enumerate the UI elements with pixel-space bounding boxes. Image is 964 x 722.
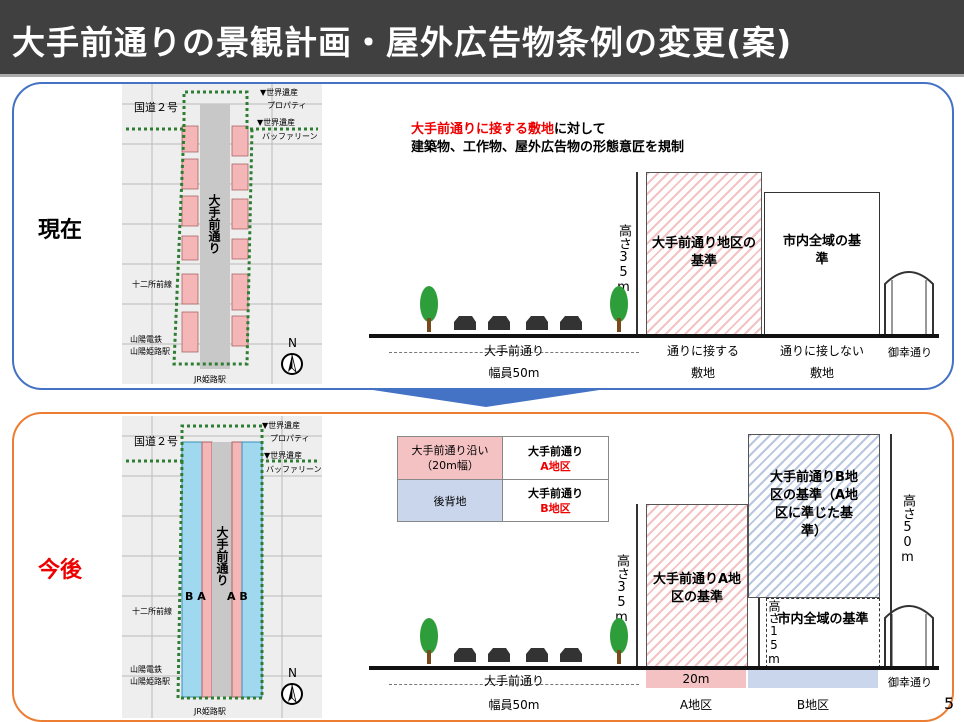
map-sekai-label-2: ▼世界遺産 (264, 451, 303, 460)
label-notadjacent-2: 敷地 (809, 366, 834, 380)
map-jr-label: JR姫路駅 (194, 375, 226, 384)
north-label: N (288, 666, 297, 680)
desc-red-text: 大手前通りに接する敷地 (411, 122, 555, 137)
future-box-b: 大手前通りB地区の基準（A地区に準じた基準） (748, 434, 880, 598)
map-sanyo-label-1: 山陽電鉄 (130, 335, 162, 344)
label-a-district: A地区 (679, 698, 713, 712)
label-miyuki: 御幸通り (888, 676, 932, 689)
current-map-drawing (122, 84, 322, 384)
north-arrow-icon (281, 683, 303, 705)
ground-line (369, 666, 939, 670)
ruler-street (389, 352, 639, 354)
label-street: 大手前通り (483, 674, 544, 688)
map-street-label: 大手前通り (207, 194, 221, 254)
strip-a: 20m (646, 670, 746, 688)
legend-table: 大手前通り沿い（20m幅） 大手前通り A地区 後背地 大手前通り B地区 (397, 436, 609, 522)
future-height50-label: 高さ50m (900, 494, 915, 565)
ruler-street (389, 684, 639, 686)
height50-line (890, 434, 892, 666)
map-nijo-label: 十二所前線 (132, 607, 172, 616)
arcade-icon (884, 271, 934, 334)
map-sanyo-label-1: 山陽電鉄 (130, 665, 162, 674)
label-width: 幅員50m (488, 698, 540, 712)
current-box-otemae: 大手前通り地区の基準 (646, 172, 762, 336)
current-description-2: 建築物、工作物、屋外広告物の形態意匠を規制 (411, 140, 685, 155)
legend-row-b-left: 後背地 (398, 480, 503, 521)
current-map: 国道２号 ▼世界遺産 プロパティ ▼世界遺産 バッファリーン 大手前通り 十二所… (122, 84, 322, 384)
current-panel: 現在 国道２号 ▼世界遺産 プロ (12, 82, 954, 390)
map-street-label: 大手前通り (215, 526, 229, 586)
future-box-a: 大手前通りA地区の基準 (646, 504, 748, 668)
ground-line (369, 334, 939, 338)
current-label: 現在 (38, 218, 83, 243)
desc-black-text: に対して (554, 122, 606, 137)
tree-icon (420, 618, 438, 664)
map-property-label: プロパティ (267, 101, 307, 110)
down-arrow-icon (366, 389, 606, 407)
future-map-drawing (122, 416, 322, 718)
label-street: 大手前通り (483, 344, 544, 358)
title-bar: 大手前通りの景観計画・屋外広告物条例の変更(案) (0, 0, 964, 77)
street-scene (420, 618, 628, 664)
strip-b (748, 670, 878, 688)
map-ab-label: A B (227, 590, 248, 603)
tree-icon (610, 286, 628, 332)
label-adjacent-2: 敷地 (690, 366, 715, 380)
tree-icon (610, 618, 628, 664)
north-label: N (288, 336, 297, 350)
current-description: 大手前通りに接する敷地に対して (411, 118, 606, 137)
legend-b-text: 後背地 (433, 495, 467, 508)
legend-b-right1: 大手前通り (528, 487, 583, 500)
north-arrow-icon (281, 353, 303, 375)
map-kokudo-label: 国道２号 (134, 435, 178, 448)
map-kokudo-label: 国道２号 (134, 101, 178, 114)
page-title: 大手前通りの景観計画・屋外広告物条例の変更(案) (12, 23, 793, 62)
map-ba-label: B A (185, 590, 206, 603)
current-box-city: 市内全域の基準 (764, 192, 880, 336)
height15-line (758, 598, 760, 666)
map-sekai-label-1: ▼世界遺産 (260, 88, 299, 97)
current-height-label: 高さ35m (616, 224, 631, 295)
legend-a-text: 大手前通り沿い（20m幅） (411, 444, 489, 472)
label-20m: 20m (682, 672, 710, 686)
future-box-city: 市内全域の基準 (766, 598, 880, 668)
arcade-icon (884, 605, 934, 666)
label-b-district: B地区 (796, 698, 830, 712)
map-sanyo-label-2: 山陽姫路駅 (130, 677, 170, 686)
future-height35-label: 高さ35m (614, 554, 629, 625)
map-sanyo-label-2: 山陽姫路駅 (130, 347, 170, 356)
page-number: 5 (944, 694, 955, 713)
future-height15-label: 高さ15m (767, 600, 781, 666)
future-box-city-text: 市内全域の基準 (777, 612, 869, 627)
map-nijo-label: 十二所前線 (132, 280, 172, 289)
map-baffle-label: バッファリーン (262, 132, 318, 141)
label-notadjacent: 通りに接しない (779, 344, 864, 358)
future-map: 国道２号 ▼世界遺産 プロパティ ▼世界遺産 バッファリーン 大手前通り B A… (122, 416, 322, 718)
legend-b-right2: B地区 (540, 502, 571, 515)
current-box-city-text: 市内全域の基準 (782, 234, 861, 267)
legend-row-a-left: 大手前通り沿い（20m幅） (398, 437, 503, 480)
current-box-otemae-text: 大手前通り地区の基準 (651, 236, 756, 269)
map-baffle-label: バッファリーン (266, 465, 322, 474)
tree-icon (420, 286, 438, 332)
future-label: 今後 (38, 558, 83, 583)
map-sekai-label-2: ▼世界遺産 (257, 118, 296, 127)
future-box-b-text: 大手前通りB地区の基準（A地区に準じた基準） (769, 470, 859, 539)
future-box-a-text: 大手前通りA地区の基準 (652, 572, 742, 605)
legend-a-right2: A地区 (540, 460, 571, 473)
map-property-label: プロパティ (270, 434, 310, 443)
legend-row-a-right: 大手前通り A地区 (503, 437, 608, 480)
label-width: 幅員50m (488, 366, 540, 380)
street-scene (420, 286, 628, 332)
legend-a-right1: 大手前通り (528, 445, 583, 458)
label-miyuki: 御幸通り (888, 346, 932, 359)
legend-row-b-right: 大手前通り B地区 (503, 480, 608, 521)
map-sekai-label-1: ▼世界遺産 (262, 421, 301, 430)
height35-line (636, 504, 638, 666)
height-line (636, 172, 638, 334)
label-adjacent: 通りに接する (666, 344, 739, 358)
map-jr-label: JR姫路駅 (194, 707, 226, 716)
future-panel: 今後 国道２号 ▼世界遺産 プロパティ ▼世界遺産 バッファリーン 大手前通り (12, 412, 954, 722)
